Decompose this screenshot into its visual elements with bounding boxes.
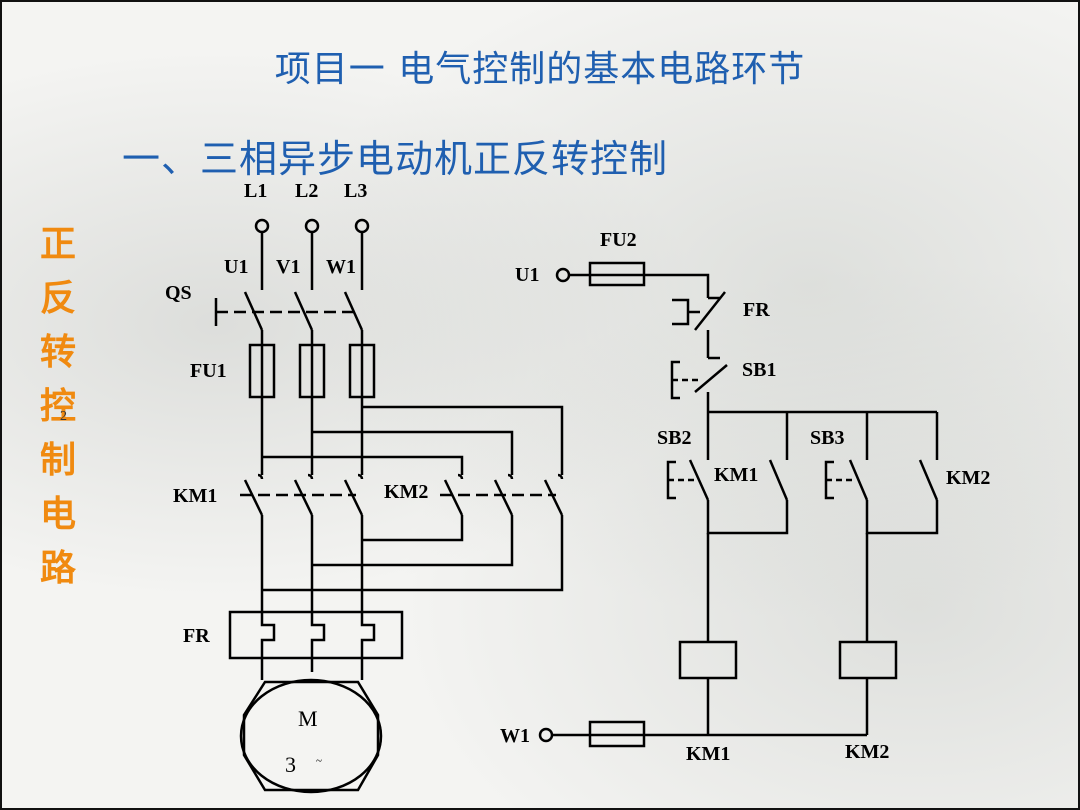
slide-subtitle: 一、三相异步电动机正反转控制 [122, 137, 669, 181]
fr-nc-contact [672, 291, 726, 331]
terminal-l1 [254, 218, 270, 234]
side-char: 控 [39, 386, 76, 427]
label-km1-main: KM1 [173, 485, 217, 507]
side-vertical-title: 正 反 转 控 制 电 路 [36, 218, 80, 596]
motor-label-m: M [298, 706, 318, 731]
label-fu2: FU2 [600, 229, 637, 251]
sb3-start-button [824, 459, 869, 501]
side-char: 制 [39, 440, 76, 481]
label-l2: L2 [295, 180, 318, 202]
coil-km2 [838, 640, 898, 680]
label-l1: L1 [244, 180, 267, 202]
label-c-km2-coil: KM2 [845, 741, 889, 763]
qs-switch [214, 291, 364, 331]
label-c-sb3: SB3 [810, 427, 844, 449]
sb2-start-button [666, 459, 710, 501]
slide-title: 项目一 电气控制的基本电路环节 [274, 49, 806, 90]
motor-m [242, 680, 380, 792]
label-v1: V1 [276, 256, 300, 278]
coil-km1 [678, 640, 738, 680]
terminal-l2 [304, 218, 320, 234]
label-l3: L3 [344, 180, 367, 202]
side-note: 2 [60, 409, 67, 424]
sb1-stop-button [670, 356, 728, 400]
terminal-c-u1 [555, 267, 571, 283]
label-u1: U1 [224, 256, 248, 278]
label-c-sb2: SB2 [657, 427, 691, 449]
terminal-l3 [354, 218, 370, 234]
label-c-u1: U1 [515, 264, 539, 286]
side-char: 转 [39, 332, 76, 373]
label-km2-main: KM2 [384, 481, 428, 503]
side-char: 反 [39, 278, 76, 319]
label-c-w1: W1 [500, 725, 530, 747]
motor-outline [239, 678, 383, 794]
side-char: 正 [39, 224, 76, 265]
label-c-fr: FR [743, 299, 770, 321]
motor-ac-symbol: ~ [316, 755, 322, 767]
terminal-c-w1 [538, 727, 554, 743]
km2-main-contacts [440, 473, 564, 516]
label-c-sb1: SB1 [742, 359, 776, 381]
km1-main-contacts [240, 473, 364, 516]
side-char: 路 [39, 548, 76, 589]
side-char: 电 [39, 494, 76, 535]
main-circuit: L1 L2 L3 U1 V1 W1 QS FU1 [165, 180, 564, 794]
label-w1: W1 [326, 256, 356, 278]
fr-thermal-relay [228, 610, 404, 660]
label-c-km2-contact: KM2 [946, 467, 990, 489]
label-fr-main: FR [183, 625, 210, 647]
label-qs: QS [165, 282, 192, 304]
label-c-km1-coil: KM1 [686, 743, 730, 765]
motor-label-3: 3 [285, 752, 296, 777]
label-c-km1-contact: KM1 [714, 464, 758, 486]
km1-aux-contact [768, 459, 789, 501]
label-fu1: FU1 [190, 360, 227, 382]
km2-aux-contact [918, 459, 939, 501]
control-circuit: FU2 U1 FR SB1 SB2 [500, 229, 990, 765]
